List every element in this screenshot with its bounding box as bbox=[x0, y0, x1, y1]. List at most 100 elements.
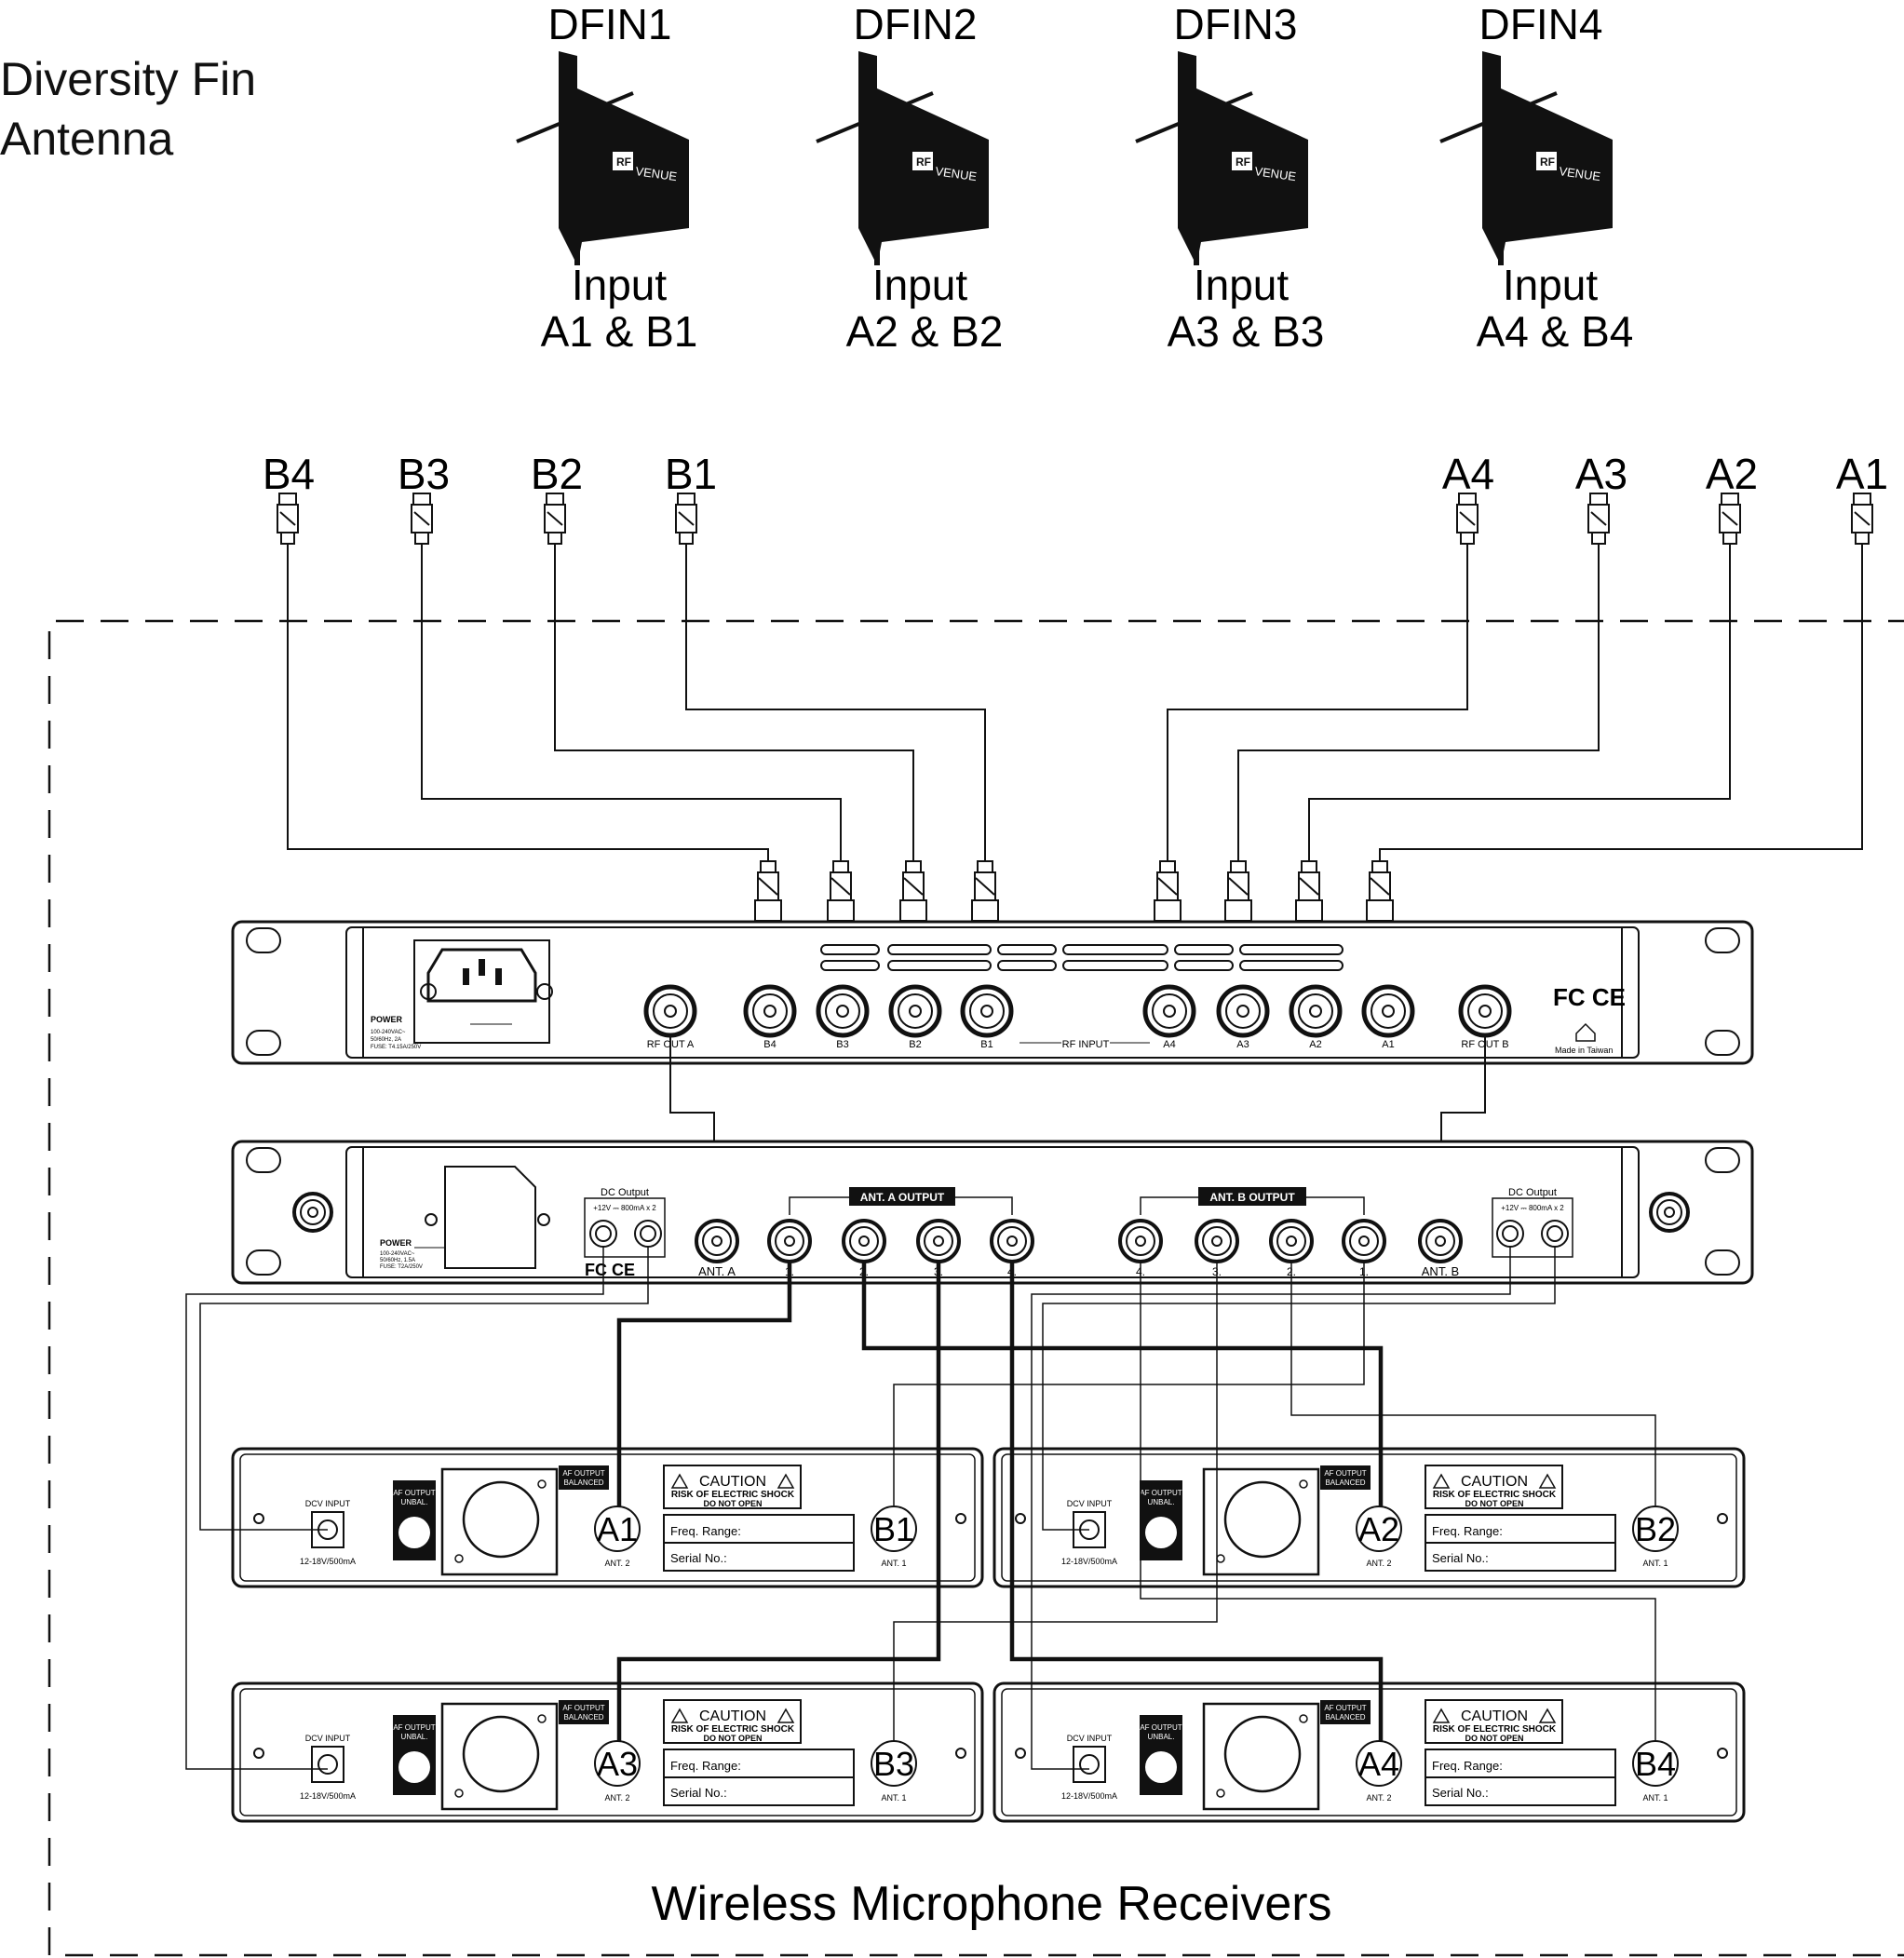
receiver-3-ant2-label: ANT. 2 bbox=[604, 1793, 629, 1803]
combiner-label-a1: A1 bbox=[1382, 1039, 1394, 1050]
port-b4 bbox=[743, 984, 797, 1038]
receiver-1-af-bal-2: BALANCED bbox=[563, 1479, 603, 1487]
receiver-2-risk-1: RISK OF ELECTRIC SHOCK bbox=[1433, 1490, 1557, 1500]
cable-connectors-top bbox=[277, 493, 1873, 545]
combiner-label-b4: B4 bbox=[763, 1039, 776, 1050]
receiver-1-serial-no: Serial No.: bbox=[670, 1551, 727, 1565]
antenna-cables bbox=[287, 544, 1863, 861]
receiver-3-freq-range: Freq. Range: bbox=[670, 1759, 741, 1773]
receiver-3-caution: CAUTION bbox=[699, 1708, 766, 1724]
receiver-4-af-bal-1: AF OUTPUT bbox=[1324, 1704, 1366, 1712]
svg-text:VENUE: VENUE bbox=[1254, 164, 1298, 183]
receiver-1-dcv-input: DCV INPUT bbox=[305, 1499, 351, 1508]
ant-a-output-header: ANT. A OUTPUT bbox=[860, 1191, 945, 1204]
receiver-4-risk-2: DO NOT OPEN bbox=[1465, 1734, 1523, 1743]
antenna-distribution-unit: POWER 100-240VAC~ 50/60Hz, 1.5A FUSE: T2… bbox=[231, 1140, 1754, 1285]
combiner-label-rf-input: RF INPUT bbox=[1062, 1039, 1110, 1050]
cable-label-a3: A3 bbox=[1575, 450, 1627, 498]
antenna-name-dfin4: DFIN4 bbox=[1479, 0, 1603, 48]
distributor-label-ant-b: ANT. B bbox=[1422, 1264, 1459, 1278]
receiver-4-ant1-label: ANT. 1 bbox=[1642, 1793, 1668, 1803]
distributor-power-spec-3: FUSE: T2A/250V bbox=[380, 1264, 423, 1270]
receiver-4: DCV INPUT 12-18V/500mA AF OUTPUT UNBAL. … bbox=[993, 1681, 1746, 1823]
receiver-2-caution: CAUTION bbox=[1461, 1474, 1528, 1490]
receiver-2-risk-2: DO NOT OPEN bbox=[1465, 1499, 1523, 1508]
home-use-icon bbox=[1575, 1022, 1596, 1042]
receiver-1-af-unbal-1: AF OUTPUT bbox=[393, 1489, 435, 1497]
receiver-4-risk-1: RISK OF ELECTRIC SHOCK bbox=[1433, 1724, 1557, 1735]
receiver-3-dcv-spec: 12-18V/500mA bbox=[300, 1791, 356, 1801]
antenna-dfin1: RF VENUE bbox=[516, 51, 689, 265]
port-a3 bbox=[1216, 984, 1270, 1038]
distributor-power-inlet bbox=[414, 1166, 550, 1269]
antenna-name-dfin3: DFIN3 bbox=[1174, 0, 1298, 48]
cable-label-b2: B2 bbox=[531, 450, 583, 498]
port-rf-out-a bbox=[643, 984, 697, 1038]
dc-output-spec-left: +12V ⎓ 800mA x 2 bbox=[593, 1204, 656, 1212]
antenna-name-dfin1: DFIN1 bbox=[548, 0, 672, 48]
receiver-2-af-unbal-2: UNBAL. bbox=[1148, 1498, 1175, 1506]
receiver-4-dcv-spec: 12-18V/500mA bbox=[1061, 1791, 1117, 1801]
receiver-4-ant1-port: B4 bbox=[1635, 1745, 1676, 1783]
receiver-4-caution: CAUTION bbox=[1461, 1708, 1528, 1724]
receiver-4-af-unbal-1: AF OUTPUT bbox=[1140, 1723, 1182, 1732]
cable-label-a1: A1 bbox=[1836, 450, 1888, 498]
cable-label-b3: B3 bbox=[398, 450, 450, 498]
receiver-2-ant2-label: ANT. 2 bbox=[1366, 1559, 1391, 1568]
receiver-2-ant1-label: ANT. 1 bbox=[1642, 1559, 1668, 1568]
receiver-2-dcv-input: DCV INPUT bbox=[1067, 1499, 1113, 1508]
combiner-certification-marks: FC CE bbox=[1553, 983, 1626, 1011]
receiver-1-ant1-label: ANT. 1 bbox=[881, 1559, 906, 1568]
receiver-3-risk-2: DO NOT OPEN bbox=[703, 1734, 762, 1743]
combiner-power-label: POWER bbox=[371, 1015, 403, 1024]
dc-output-label-left: DC Output bbox=[601, 1187, 649, 1198]
receiver-1: DCV INPUT 12-18V/500mA AF OUTPUT UNBAL. … bbox=[231, 1447, 984, 1588]
enclosure-dashed-top-left bbox=[47, 619, 1904, 1955]
combiner-label-b1: B1 bbox=[980, 1039, 993, 1050]
receiver-3-risk-1: RISK OF ELECTRIC SHOCK bbox=[671, 1724, 795, 1735]
receiver-4-freq-range: Freq. Range: bbox=[1432, 1759, 1503, 1773]
port-a4 bbox=[1142, 984, 1196, 1038]
antenna-dfin3: RF VENUE bbox=[1135, 51, 1308, 265]
combiner-power-inlet bbox=[413, 939, 553, 1044]
port-b1 bbox=[960, 984, 1014, 1038]
receiver-1-ant2-port: A1 bbox=[597, 1510, 638, 1548]
combiner-power-spec-1: 100-240VAC~ bbox=[371, 1030, 406, 1035]
receiver-1-af-bal-1: AF OUTPUT bbox=[562, 1469, 604, 1478]
receiver-4-af-bal-2: BALANCED bbox=[1325, 1713, 1365, 1722]
svg-text:VENUE: VENUE bbox=[635, 164, 679, 183]
combiner-top-connectors bbox=[754, 860, 1394, 922]
cable-label-a4: A4 bbox=[1442, 450, 1494, 498]
distributor-power-label: POWER bbox=[380, 1238, 412, 1248]
svg-text:RF: RF bbox=[1236, 155, 1250, 169]
port-b2 bbox=[888, 984, 942, 1038]
antenna-input-label-4: Input bbox=[1503, 261, 1599, 309]
footer-label: Wireless Microphone Receivers bbox=[651, 1877, 1331, 1931]
ant-b-output-cables bbox=[893, 1262, 1656, 1741]
antenna-dfin4: RF VENUE bbox=[1439, 51, 1613, 265]
receiver-2-dcv-spec: 12-18V/500mA bbox=[1061, 1557, 1117, 1566]
receiver-4-ant2-label: ANT. 2 bbox=[1366, 1793, 1391, 1803]
receiver-3-af-bal-1: AF OUTPUT bbox=[562, 1704, 604, 1712]
cable-label-a2: A2 bbox=[1706, 450, 1758, 498]
receiver-4-af-unbal-2: UNBAL. bbox=[1148, 1733, 1175, 1741]
heading-line1: Diversity Fin bbox=[0, 53, 256, 105]
receiver-2-af-unbal-1: AF OUTPUT bbox=[1140, 1489, 1182, 1497]
cable-label-b4: B4 bbox=[263, 450, 315, 498]
receiver-2-af-bal-1: AF OUTPUT bbox=[1324, 1469, 1366, 1478]
ant-a-output-cables bbox=[616, 1262, 1384, 1741]
combiner-label-a3: A3 bbox=[1236, 1039, 1249, 1050]
combiner-power-spec-2: 50/60Hz, 2A bbox=[371, 1037, 401, 1043]
receiver-1-caution: CAUTION bbox=[699, 1474, 766, 1490]
antenna-dfin2: RF VENUE bbox=[816, 51, 989, 265]
dc-power-cables bbox=[185, 1247, 1556, 1770]
receiver-1-ant1-port: B1 bbox=[873, 1510, 914, 1548]
heading-line2: Antenna bbox=[0, 113, 173, 165]
receiver-3: DCV INPUT 12-18V/500mA AF OUTPUT UNBAL. … bbox=[231, 1681, 984, 1823]
svg-text:RF: RF bbox=[916, 155, 931, 169]
antenna-input-ports-1: A1 & B1 bbox=[541, 307, 698, 356]
ant-b-output-header: ANT. B OUTPUT bbox=[1209, 1191, 1295, 1204]
combiner-made-in: Made in Taiwan bbox=[1555, 1046, 1613, 1055]
combiner-bnc-ports bbox=[643, 984, 1512, 1038]
